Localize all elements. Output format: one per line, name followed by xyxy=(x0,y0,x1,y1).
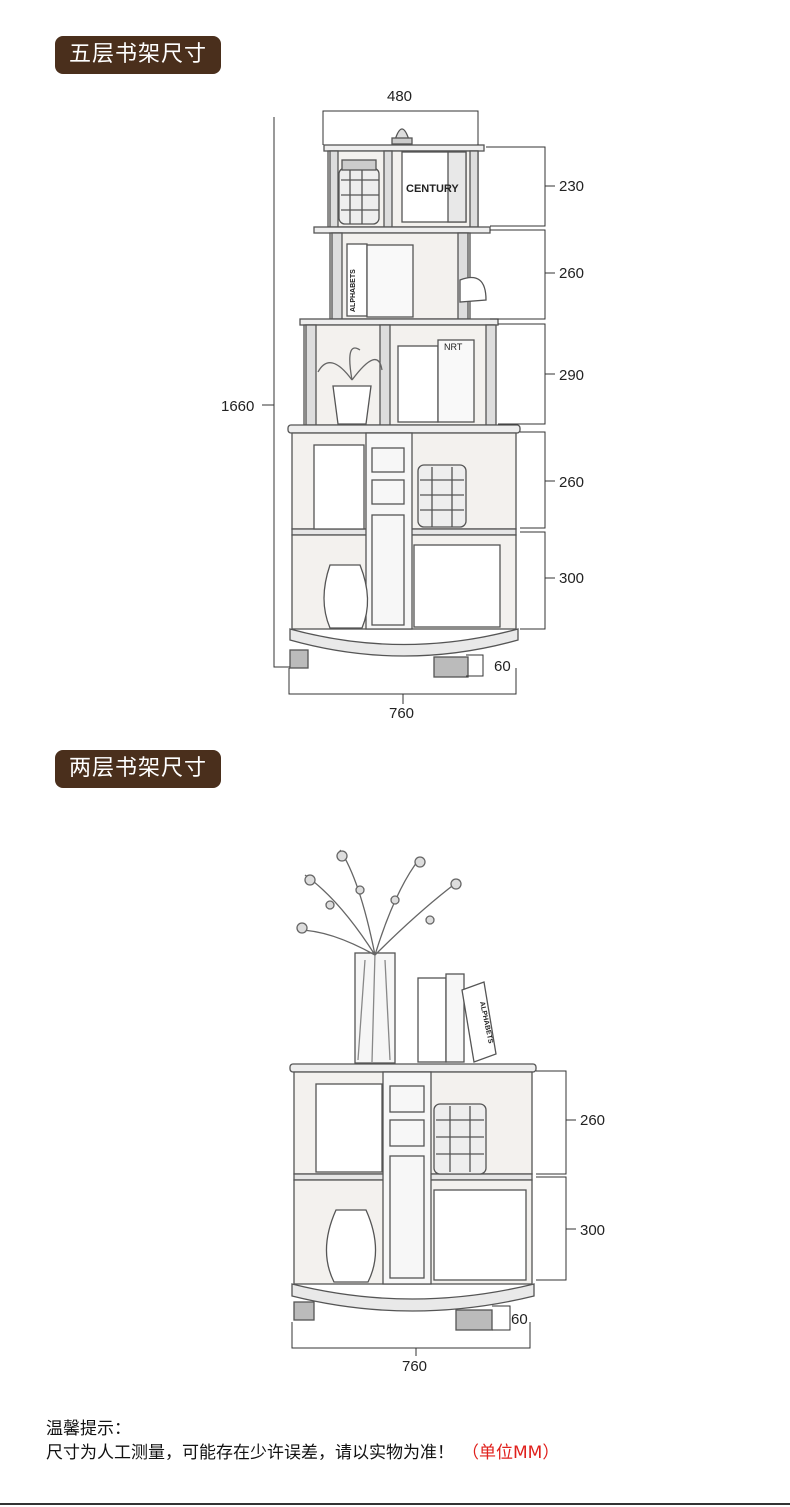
dim-total-height: 1660 xyxy=(221,398,254,415)
two-tier-title: 两层书架尺寸 xyxy=(55,750,222,788)
book-label-alphabets-two: ALPHABETS xyxy=(478,1001,494,1045)
book-label-nrt: NRT xyxy=(444,342,463,352)
dim-two-tier1: 260 xyxy=(580,1112,605,1129)
book-label-century: CENTURY xyxy=(406,183,459,195)
five-tier-title: 五层书架尺寸 xyxy=(55,36,222,74)
book-label-alphabets: ALPHABETS xyxy=(350,269,357,312)
dim-two-tier2: 300 xyxy=(580,1222,605,1239)
dim-leg-height: 60 xyxy=(494,658,511,675)
dim-top-width: 480 xyxy=(387,88,412,105)
tip-unit-note: （单位MM） xyxy=(462,1443,560,1463)
dim-tier3: 290 xyxy=(559,367,584,384)
dim-tier4: 260 xyxy=(559,474,584,491)
bottom-divider xyxy=(0,1503,790,1505)
dim-base-width: 760 xyxy=(389,705,414,722)
tip-body: 尺寸为人工测量，可能存在少许误差，请以实物为准！ （单位MM） xyxy=(46,1438,559,1463)
dim-tier1: 230 xyxy=(559,178,584,195)
dim-tier2: 260 xyxy=(559,265,584,282)
dim-tier5: 300 xyxy=(559,570,584,587)
dim-two-leg-height: 60 xyxy=(511,1311,528,1328)
tip-title: 温馨提示： xyxy=(46,1419,131,1439)
dim-two-base-width: 760 xyxy=(402,1358,427,1375)
tip-body-text: 尺寸为人工测量，可能存在少许误差，请以实物为准！ xyxy=(46,1443,454,1463)
five-tier-shelf-diagram: CENTURY ALPHABETS NRT 480 1660 230 260 2… xyxy=(221,88,584,722)
